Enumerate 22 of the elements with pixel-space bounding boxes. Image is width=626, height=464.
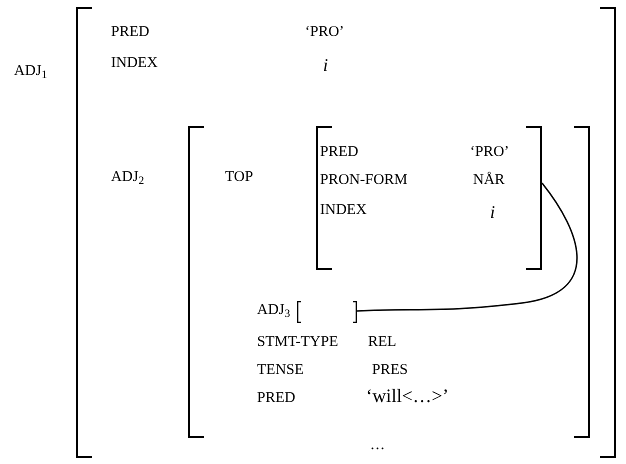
avm-text: ‘PRO’ (470, 145, 510, 160)
avm-text: TOP (225, 170, 254, 185)
avm-text: PRON-FORM (320, 173, 408, 188)
avm-text: STMT-TYPE (257, 335, 338, 350)
avm-text: NÅR (473, 173, 505, 188)
avm-text: i (490, 203, 496, 221)
avm-text: ADJ$_{2}$ (111, 170, 144, 185)
avm-text: ADJ$_{3}$ (257, 303, 290, 318)
avm-text: … (370, 438, 385, 453)
avm-text: INDEX (320, 203, 367, 218)
avm-text: PRES (372, 363, 408, 378)
avm-text: PRED (257, 391, 296, 406)
avm-text: i (323, 56, 328, 74)
avm-text: ‘will<…>’ (366, 387, 449, 406)
connector-line (356, 182, 578, 312)
avm-text: PRED (111, 25, 150, 40)
avm-text: REL (368, 335, 396, 350)
avm-text: ‘PRO’ (305, 25, 344, 40)
avm-text: ADJ$_{1}$ (14, 64, 48, 79)
avm-text: INDEX (111, 56, 158, 71)
avm-text: TENSE (257, 363, 304, 378)
avm-text: PRED (320, 145, 358, 160)
